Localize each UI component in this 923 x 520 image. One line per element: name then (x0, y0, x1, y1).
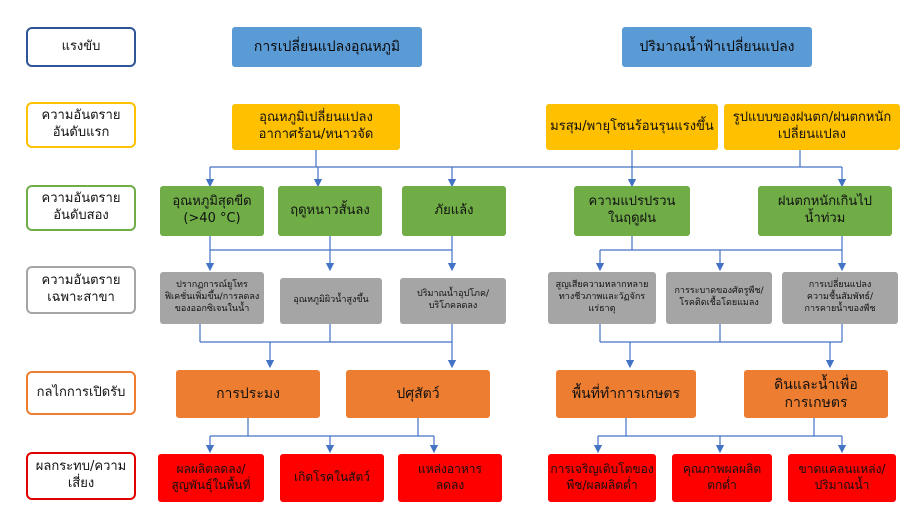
sector-water-supply: ปริมาณน้ำอุปโภค/ บริโภคลดลง (400, 278, 506, 324)
level-label-primary-hazard: ความอันตราย อันดับแรก (26, 102, 136, 148)
exposure-livestock: ปศุสัตว์ (346, 370, 490, 418)
secondary-shorter-winter: ฤดูหนาวสั้นลง (278, 186, 382, 236)
sector-pests-disease: การระบาดของศัตรูพืช/ โรคติดเชื้อโดยแมลง (666, 272, 772, 324)
primary-temp-weather: อุณหภูมิเปลี่ยนแปลง อากาศร้อน/หนาวจัด (232, 104, 400, 150)
level-label-driver: แรงขับ (26, 27, 136, 67)
level-label-impact: ผลกระทบ/ความ เสี่ยง (26, 452, 136, 500)
impact-low-quality: คุณภาพผลผลิต ตกต่ำ (672, 454, 772, 502)
secondary-rain-variability: ความแปรปรวน ในฤดูฝน (574, 186, 690, 236)
sector-water-surface-temp: อุณหภูมิผิวน้ำสูงขึ้น (280, 278, 382, 324)
sector-algal-bloom: ปรากฏการณ์ยูโทร ฟิเคชั่นเพิ่มขึ้น/การลดล… (160, 272, 264, 324)
secondary-extreme-heat: อุณหภูมิสุดขีด (>40 °C) (160, 186, 264, 236)
secondary-heavy-rain-flood: ฝนตกหนักเกินไป น้ำท่วม (758, 186, 892, 236)
exposure-agri-area: พื้นที่ทำการเกษตร (556, 370, 696, 418)
sector-soil-moisture: การเปลี่ยนแปลง ความชื้นสัมพัทธ์/ การคายน… (782, 272, 898, 324)
primary-storms: มรสุม/พายุโซนร้อนรุนแรงขึ้น (546, 104, 718, 150)
exposure-fisheries: การประมง (176, 370, 320, 418)
impact-yield-loss: ผลผลิตลดลง/ สูญพันธุ์ในพื้นที่ (158, 454, 264, 502)
level-label-secondary-hazard: ความอันตราย อันดับสอง (26, 185, 136, 231)
primary-rain-pattern: รูปแบบของฝนตก/ฝนตกหนัก เปลี่ยนแปลง (724, 104, 900, 150)
impact-low-yield: การเจริญเติบโตของ พืช/ผลผลิตต่ำ (548, 454, 656, 502)
sector-biodiversity-loss: สูญเสียความหลากหลาย ทางชีวภาพและวัฏจักร … (548, 272, 656, 324)
impact-food-source: แหล่งอาหาร ลดลง (398, 454, 502, 502)
driver-temperature-change: การเปลี่ยนแปลงอุณหภูมิ (232, 27, 422, 67)
level-label-exposure: กลไกการเปิดรับ (26, 371, 136, 415)
level-label-sector-hazard: ความอันตราย เฉพาะสาขา (26, 266, 136, 314)
driver-rainfall-change: ปริมาณน้ำฟ้าเปลี่ยนแปลง (622, 27, 812, 67)
impact-water-shortage: ขาดแคลนแหล่ง/ ปริมาณน้ำ (788, 454, 896, 502)
exposure-soil-water: ดินและน้ำเพื่อการเกษตร (744, 370, 888, 418)
secondary-drought: ภัยแล้ง (402, 186, 506, 236)
impact-animal-disease: เกิดโรคในสัตว์ (280, 454, 384, 502)
